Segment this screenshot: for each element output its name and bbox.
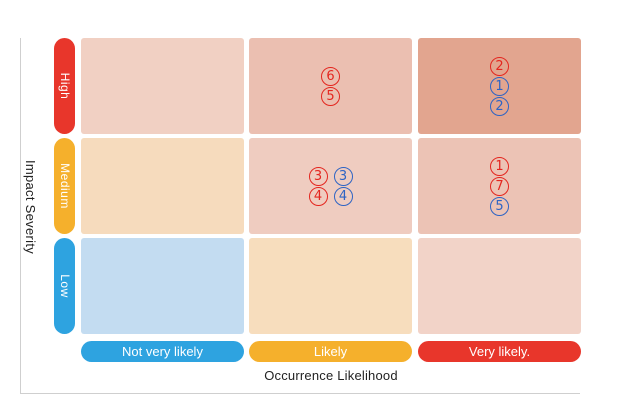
risk-marker-blue: 3 [333,166,353,186]
cell-low-very-likely [418,238,581,334]
y-label-high: High [54,38,75,134]
y-label-low-text: Low [57,274,72,298]
marker-row: 2 [490,96,509,116]
risk-marker-blue: 5 [490,196,509,216]
risk-marker-blue: 2 [490,96,509,116]
risk-marker-red: 1 [490,156,509,176]
x-label-not-very-likely: Not very likely [81,341,244,362]
x-label-very-likely: Very likely. [418,341,581,362]
risk-marker-red: 5 [321,86,340,106]
frame-bottom-line [20,393,580,394]
marker-row: 2 [490,56,509,76]
y-label-medium: Medium [54,138,75,234]
marker-row: 7 [490,176,509,196]
cell-high-not-very-likely [81,38,244,134]
frame-left-line [20,38,21,394]
risk-marker-blue: 4 [333,186,353,206]
y-label-high-text: High [57,72,72,100]
marker-row: 1 [490,76,509,96]
risk-marker-red: 2 [490,56,509,76]
cell-medium-not-very-likely [81,138,244,234]
marker-row: 1 [490,156,509,176]
marker-row: 6 [321,66,340,86]
risk-marker-blue: 1 [490,76,509,96]
risk-marker-red: 6 [321,66,340,86]
x-label-likely: Likely [249,341,412,362]
risk-marker-red: 4 [308,186,328,206]
marker-row: 5 [321,86,340,106]
y-axis-title: Impact Severity [23,159,38,255]
cell-low-likely [249,238,412,334]
cell-low-not-very-likely [81,238,244,334]
y-label-low: Low [54,238,75,334]
risk-marker-red: 3 [308,166,328,186]
y-label-medium-text: Medium [57,163,72,209]
marker-row: 5 [490,196,509,216]
risk-marker-red: 7 [490,176,509,196]
x-axis-title: Occurrence Likelihood [264,368,398,383]
